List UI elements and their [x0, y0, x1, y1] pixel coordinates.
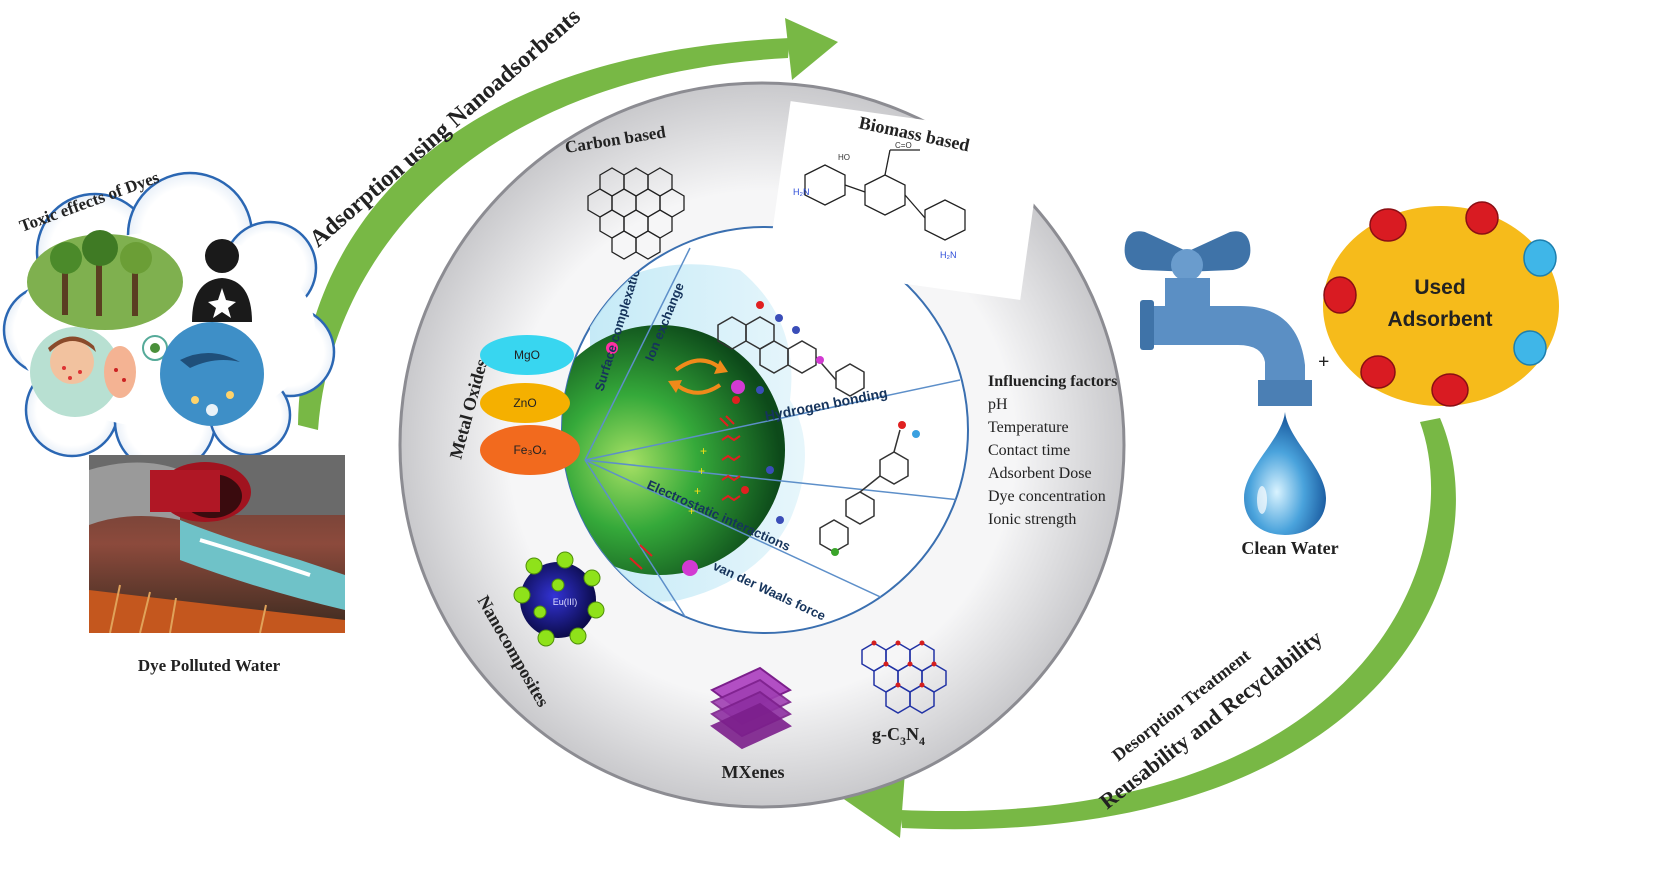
adsorption-arrow [298, 18, 838, 430]
factor-item: Dye concentration [988, 488, 1106, 505]
water-drop-icon [1244, 412, 1326, 535]
forest-image [27, 230, 183, 330]
svg-text:HO: HO [838, 153, 850, 162]
svg-text:+: + [694, 484, 701, 498]
carbon-graphene-structure [587, 167, 685, 260]
mgo-ellipse [480, 335, 574, 375]
zno-ellipse [480, 383, 570, 423]
water-tap-icon [1124, 231, 1312, 406]
fe3o4-ellipse [480, 425, 580, 475]
sick-people-image [30, 327, 168, 417]
factor-item: pH [988, 396, 1008, 413]
mxenes-label: MXenes [722, 762, 785, 782]
svg-text:+: + [700, 444, 707, 458]
plus-sign: + [1318, 351, 1329, 373]
adsorption-mechanism-view: + + + + Surface complexation Ion exchang… [562, 247, 961, 633]
dye-polluted-photo [89, 455, 345, 633]
biomass-structure: H₂N H₂N HO C=O [767, 101, 1044, 301]
dye-polluted-label: Dye Polluted Water [138, 656, 281, 675]
nanocomposite-particle: Eu(III) [513, 551, 605, 647]
mxenes-structure [710, 666, 792, 750]
factor-item: Adsorbent Dose [988, 465, 1092, 482]
factor-item: Temperature [988, 419, 1069, 436]
used-adsorbent: Used Adsorbent [1323, 201, 1559, 407]
fe3o4-label: Fe₃O₄ [513, 443, 546, 457]
used-label-line1: Used [1414, 276, 1465, 299]
zno-label: ZnO [513, 396, 536, 410]
ocean-image [160, 322, 264, 426]
svg-text:H₂N: H₂N [793, 187, 810, 197]
ion-exchange-arrows [674, 358, 722, 395]
svg-text:+: + [698, 464, 705, 478]
svg-text:+: + [688, 504, 695, 518]
eu-label: Eu(III) [553, 597, 578, 607]
factor-item: Contact time [988, 442, 1070, 459]
positive-charges: + + + + [688, 444, 707, 518]
svg-text:H₂N: H₂N [940, 250, 957, 260]
clean-water-label: Clean Water [1241, 538, 1338, 558]
recycle-arrow [838, 418, 1456, 838]
influencing-factors: Influencing factors pH Temperature Conta… [988, 373, 1117, 528]
functional-groups [606, 301, 920, 576]
health-hazard-icon [192, 239, 252, 322]
used-label-line2: Adsorbent [1388, 308, 1493, 331]
factors-title: Influencing factors [988, 373, 1117, 390]
electrostatic-marks [629, 415, 741, 570]
gcn-label: g-C3N4 [872, 724, 925, 748]
toxic-effects-cloud: Toxic effects of Dyes [2, 167, 336, 474]
mgo-label: MgO [514, 348, 540, 362]
svg-text:C=O: C=O [895, 141, 912, 150]
factor-item: Ionic strength [988, 511, 1076, 528]
dye-molecule [717, 316, 909, 553]
metal-oxide-group: MgO ZnO Fe₃O₄ [480, 335, 580, 475]
adsorbent-sphere [562, 325, 785, 575]
